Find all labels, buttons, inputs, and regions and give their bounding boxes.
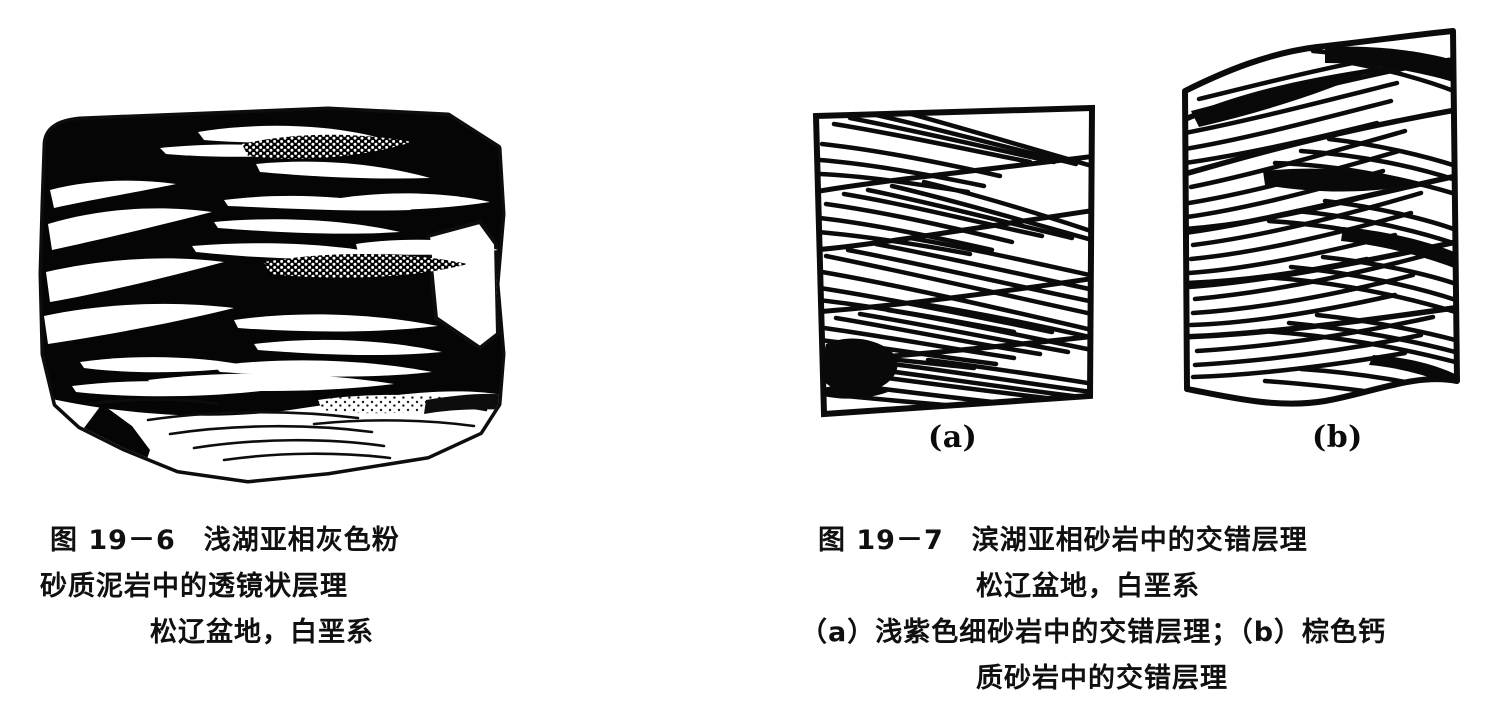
cross-bedding-block-a-illustration bbox=[800, 100, 1100, 430]
caption-19-7-line-3: （a）浅紫色细砂岩中的交错层理；（b）棕色钙 bbox=[800, 617, 1387, 648]
panel-label-b: (b) bbox=[1312, 420, 1363, 455]
figure-19-6-caption: 图 19－6 浅湖亚相灰色粉 砂质泥岩中的透镜状层理 松辽盆地，白垩系 bbox=[40, 518, 540, 656]
caption-19-6-line-2: 砂质泥岩中的透镜状层理 bbox=[40, 571, 348, 602]
caption-19-6-line-3: 松辽盆地，白垩系 bbox=[150, 617, 374, 648]
caption-19-7-line-1: 图 19－7 滨湖亚相砂岩中的交错层理 bbox=[818, 525, 1308, 556]
lenticular-bedding-rock-specimen-illustration bbox=[28, 104, 518, 484]
caption-19-7-line-2: 松辽盆地，白垩系 bbox=[976, 571, 1200, 602]
figure-19-7-caption: 图 19－7 滨湖亚相砂岩中的交错层理 松辽盆地，白垩系 （a）浅紫色细砂岩中的… bbox=[800, 518, 1480, 702]
caption-19-7-line-4: 质砂岩中的交错层理 bbox=[976, 663, 1228, 694]
cross-bedding-block-b-illustration bbox=[1165, 25, 1465, 410]
panel-label-a: (a) bbox=[928, 420, 978, 455]
caption-19-6-line-1: 图 19－6 浅湖亚相灰色粉 bbox=[50, 525, 400, 556]
